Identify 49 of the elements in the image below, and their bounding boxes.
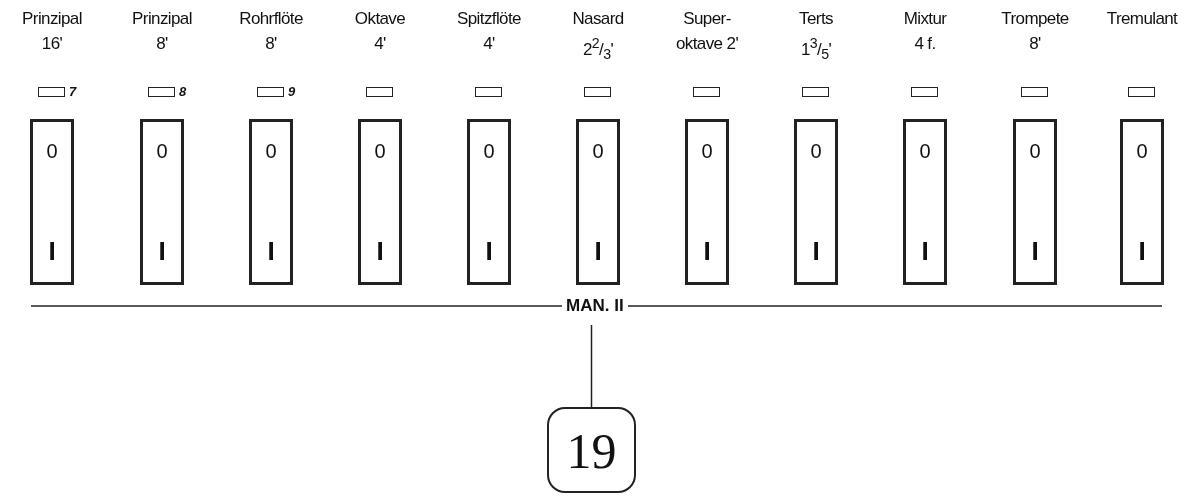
stop-label: Prinzipal 16' xyxy=(21,8,83,55)
lamp-number: 7 xyxy=(69,85,77,99)
stop-label: Spitzflöte 4' xyxy=(456,8,522,55)
switch-marking: I xyxy=(375,240,385,262)
rocker-switch xyxy=(1120,119,1164,285)
switch-marking: 0 xyxy=(591,140,605,162)
switch-marking: I xyxy=(266,240,276,262)
lamp-number: 9 xyxy=(288,85,296,99)
switch-marking: I xyxy=(1137,240,1147,262)
stop-label: Trompete 8' xyxy=(1000,8,1070,55)
callout-number: 19 xyxy=(547,407,636,493)
switch-marking: I xyxy=(702,240,712,262)
switch-marking: 0 xyxy=(482,140,496,162)
switch-marking: I xyxy=(811,240,821,262)
stop-label: Tremulant xyxy=(1105,8,1179,30)
rocker-switch xyxy=(140,119,184,285)
rocker-switch xyxy=(794,119,838,285)
lamp-number: 8 xyxy=(179,85,187,99)
switch-marking: 0 xyxy=(373,140,387,162)
stop-label: Nasard 2$^{2}$/$_{3}$' xyxy=(571,8,625,65)
stop-label: Terts 1$^{3}$/$_{5}$' xyxy=(798,8,834,65)
switch-marking: I xyxy=(920,240,930,262)
rocker-switch xyxy=(685,119,729,285)
stop-label: Oktave 4' xyxy=(354,8,406,55)
rocker-switch xyxy=(30,119,74,285)
switch-marking: I xyxy=(1030,240,1040,262)
rocker-switch xyxy=(576,119,620,285)
switch-marking: 0 xyxy=(1028,140,1042,162)
rocker-switch xyxy=(358,119,402,285)
rocker-switch xyxy=(467,119,511,285)
switch-marking: I xyxy=(157,240,167,262)
stop-label: Mixtur 4 f. xyxy=(902,8,948,55)
switch-marking: I xyxy=(47,240,57,262)
switch-marking: I xyxy=(593,240,603,262)
rocker-switch xyxy=(249,119,293,285)
stop-label: Super- oktave 2' xyxy=(674,8,740,55)
switch-marking: 0 xyxy=(918,140,932,162)
rocker-switch xyxy=(1013,119,1057,285)
switch-marking: 0 xyxy=(809,140,823,162)
stop-label: Prinzipal 8' xyxy=(131,8,193,55)
switch-marking: 0 xyxy=(155,140,169,162)
leader-line xyxy=(590,324,593,408)
switch-marking: 0 xyxy=(700,140,714,162)
switch-marking: 0 xyxy=(45,140,59,162)
rocker-switch xyxy=(903,119,947,285)
switch-marking: I xyxy=(484,240,494,262)
stop-label: Rohrflöte 8' xyxy=(238,8,304,55)
switch-marking: 0 xyxy=(1135,140,1149,162)
switch-marking: 0 xyxy=(264,140,278,162)
